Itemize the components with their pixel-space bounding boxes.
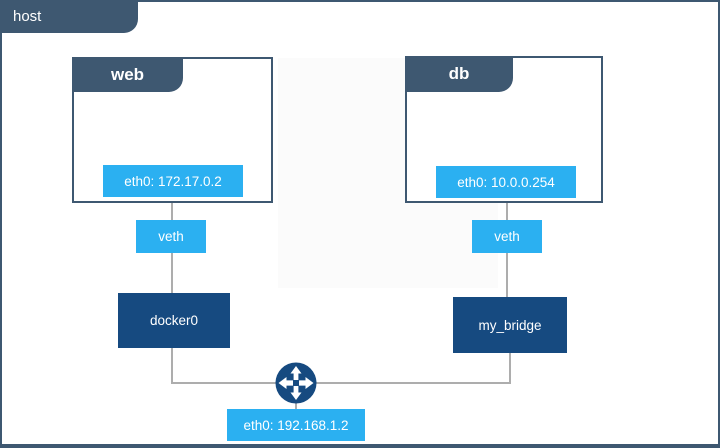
container-web-label: web [72, 57, 183, 92]
link-horizontal-bus [171, 382, 511, 384]
web-veth-badge: veth [136, 220, 206, 253]
bridge-docker0-box: docker0 [118, 293, 230, 348]
link-router-to-hosteth [295, 400, 297, 409]
db-veth-badge: veth [472, 220, 542, 253]
container-db-label: db [405, 56, 513, 92]
router-crossroads-icon [275, 362, 317, 404]
link-mybridge-to-router [509, 353, 511, 383]
host-eth0-badge: eth0: 192.168.1.2 [227, 409, 365, 441]
bridge-mybridge-box: my_bridge [453, 297, 567, 353]
web-eth0-badge: eth0: 172.17.0.2 [103, 165, 243, 197]
host-node-label: host [0, 0, 138, 33]
link-docker0-to-router [171, 348, 173, 383]
db-eth0-badge: eth0: 10.0.0.254 [436, 166, 576, 198]
